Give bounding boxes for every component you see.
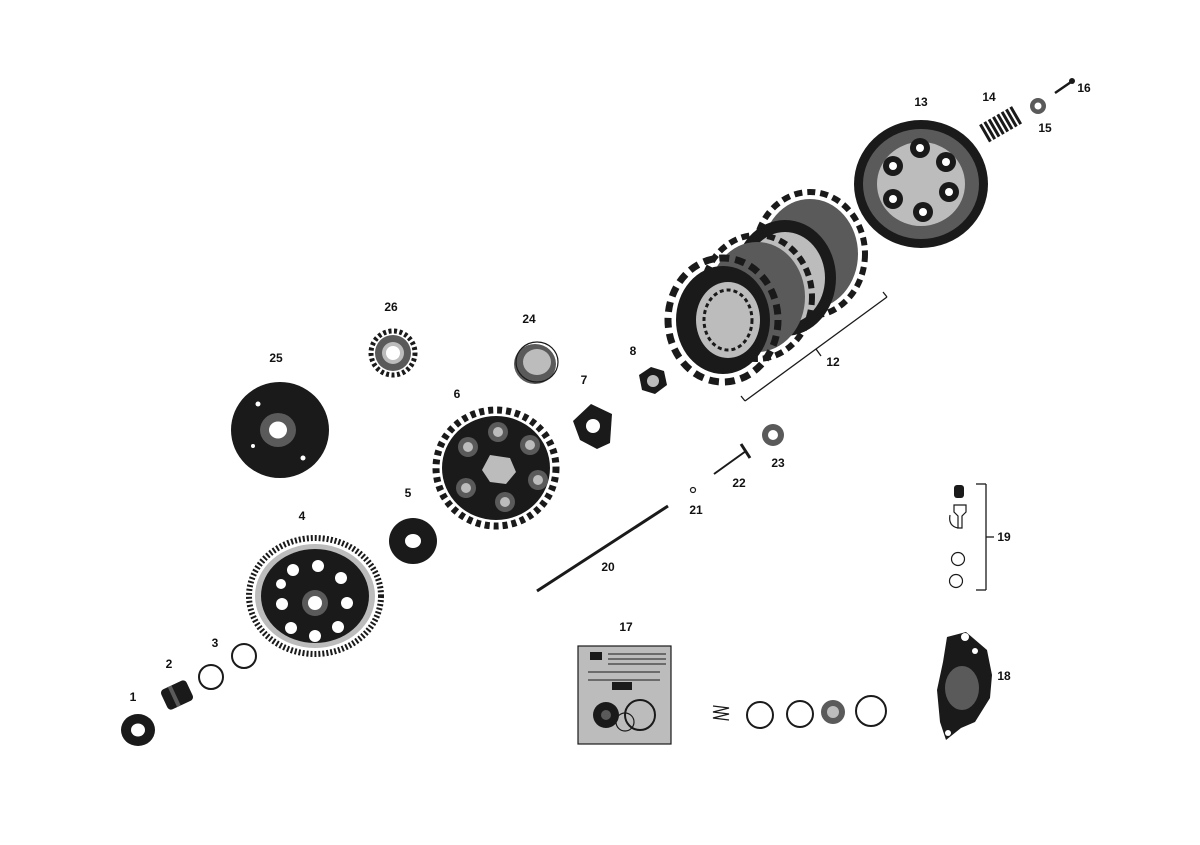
callout-17: 17: [619, 620, 633, 634]
callout-15: 15: [1038, 121, 1052, 135]
part-23-bearing: [762, 424, 784, 446]
part-22-pin: [713, 443, 752, 475]
part-8-nut: [639, 367, 667, 394]
callout-21: 21: [689, 503, 703, 517]
part-12-clutch-plates: [664, 189, 888, 402]
callout-3: 3: [212, 636, 219, 650]
part-7-lever-plate: [573, 404, 612, 449]
callout-24: 24: [522, 312, 536, 326]
part-2-bushing: [160, 680, 194, 710]
part-19-bleeder-kit: [948, 483, 994, 591]
part-16-bolt: [1054, 78, 1075, 95]
callout-7: 7: [581, 373, 588, 387]
callout-20: 20: [601, 560, 615, 574]
callout-1: 1: [130, 690, 137, 704]
callout-labels: 1 2 3 4 5 6 7 8 12 13 14 15 16 17 18 19 …: [130, 81, 1091, 704]
part-17-repair-kit: [577, 645, 672, 745]
part-20-push-rod: [536, 504, 669, 593]
part-26-sprocket: [368, 328, 418, 378]
part-4-clutch-drum: [246, 535, 384, 657]
callout-26: 26: [384, 300, 398, 314]
callout-18: 18: [997, 669, 1011, 683]
part-3-rings: [198, 643, 257, 690]
part-6-clutch-hub: [432, 406, 560, 530]
callout-23: 23: [771, 456, 785, 470]
callout-5: 5: [405, 486, 412, 500]
part-14-spring: [979, 106, 1023, 143]
part-5-seal-ring: [389, 518, 437, 564]
callout-6: 6: [454, 387, 461, 401]
callout-19: 19: [997, 530, 1011, 544]
callout-14: 14: [982, 90, 996, 104]
callout-2: 2: [166, 657, 173, 671]
callout-16: 16: [1077, 81, 1091, 95]
part-18-cover: [937, 632, 992, 740]
part-21-ball: [689, 486, 697, 494]
callout-8: 8: [630, 344, 637, 358]
part-13-pressure-plate: [854, 120, 988, 248]
part-kit-components-row: [712, 695, 887, 729]
part-1-seal: [121, 714, 155, 746]
callout-25: 25: [269, 351, 283, 365]
callout-22: 22: [732, 476, 746, 490]
callout-13: 13: [914, 95, 928, 109]
part-24-cup: [514, 341, 559, 384]
part-25-backing-plate: [231, 382, 329, 478]
part-15-washer: [1030, 98, 1046, 114]
callout-4: 4: [299, 509, 306, 523]
callout-12: 12: [826, 355, 840, 369]
